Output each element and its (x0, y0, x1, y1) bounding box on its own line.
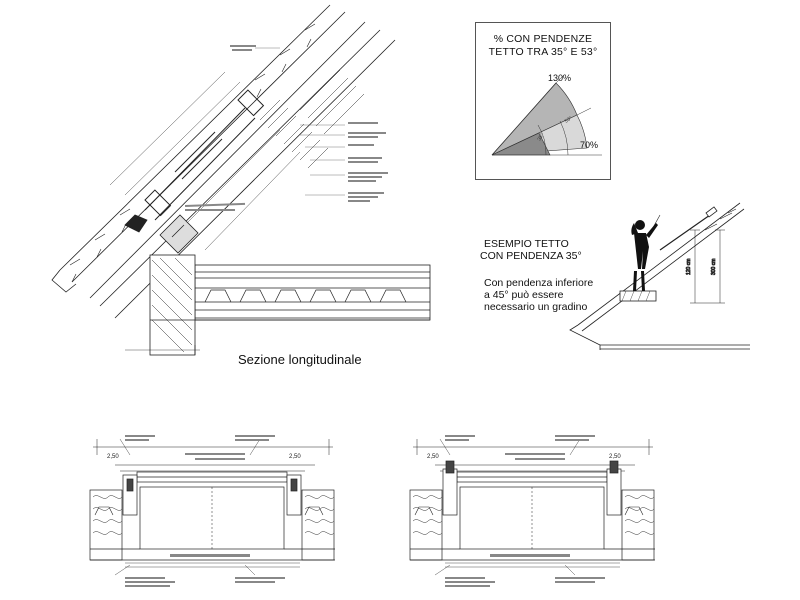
svg-text:35°: 35° (537, 132, 546, 142)
skylight-frame (144, 89, 265, 221)
slope-box-title-line-1: % CON PENDENZE (493, 33, 593, 45)
svg-text:300 cm: 300 cm (711, 259, 717, 275)
example-roof-drawing: 120 cm 300 cm (569, 202, 750, 350)
example-note-line-1: Con pendenza inferiore (484, 277, 594, 289)
transverse-2-dim-right: 2,50 (609, 454, 621, 460)
flat-slab (194, 264, 431, 321)
example-note-line-2: a 45° può essere (484, 289, 564, 301)
example-title-line-2: CON PENDENZA 35° (480, 250, 582, 262)
longitudinal-section-drawing (51, 4, 431, 356)
transverse-section-1: 2,50 2,50 (89, 435, 335, 587)
transverse-1-dim-right: 2,50 (289, 454, 301, 460)
svg-text:53°: 53° (564, 115, 574, 124)
slope-range-box: % CON PENDENZE TETTO TRA 35° E 53° 35° 5… (475, 22, 611, 180)
slope-label-high: 130% (548, 73, 572, 83)
slope-fan-diagram: 35° 53° (491, 74, 602, 156)
transverse-1-dim-left: 2,50 (107, 454, 119, 460)
transverse-section-2: 2,50 2,50 (409, 435, 655, 587)
example-title-line-1: ESEMPIO TETTO (484, 238, 569, 250)
slope-box-title-line-2: TETTO TRA 35° E 53° (488, 46, 598, 58)
transverse-2-dim-left: 2,50 (427, 454, 439, 460)
slope-label-low: 70% (580, 140, 599, 150)
svg-text:120 cm: 120 cm (686, 259, 692, 275)
longitudinal-section-caption: Sezione longitudinale (238, 352, 362, 367)
example-note-line-3: necessario un gradino (484, 301, 588, 313)
person-silhouette (631, 220, 658, 291)
